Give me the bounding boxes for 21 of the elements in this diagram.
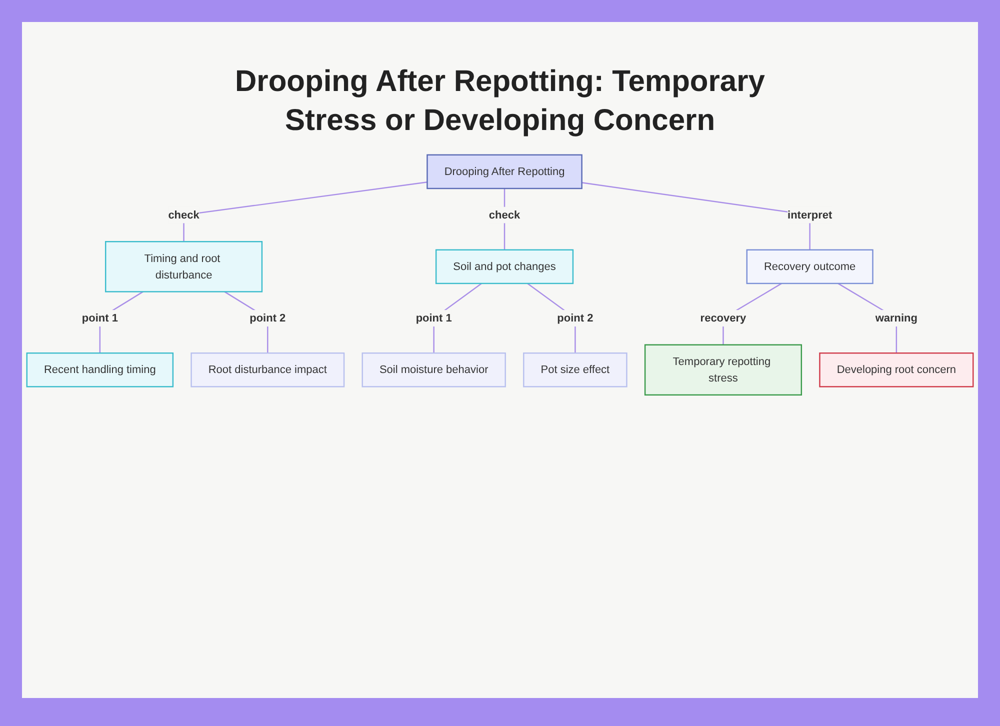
node-box: Soil moisture behavior [362, 352, 506, 388]
diagram-title: Drooping After Repotting: Temporary Stress or Developing Concern [234, 64, 766, 139]
node-box: Temporary repotting stress [644, 344, 802, 396]
edge-label: interpret [788, 208, 832, 221]
node-box: Developing root concern [819, 352, 974, 388]
edge-label: check [168, 208, 200, 221]
node-box: Recovery outcome [746, 249, 874, 284]
node-box: Drooping After Repotting [426, 154, 582, 190]
edge-label: point 2 [557, 312, 594, 324]
node-box: Soil and pot changes [435, 249, 574, 284]
node-box: Pot size effect [523, 352, 628, 388]
node-box: Root disturbance impact [190, 352, 345, 388]
edge-label: point 2 [250, 312, 286, 324]
edge-label: recovery [700, 312, 746, 324]
edge-label: point 1 [416, 312, 452, 324]
edge-label: point 1 [82, 312, 118, 324]
connector [183, 182, 428, 242]
edge-label: check [488, 208, 520, 221]
node-box: Recent handling timing [26, 352, 174, 388]
edge-label: warning [875, 312, 918, 324]
node-box: Timing and root disturbance [105, 241, 263, 292]
